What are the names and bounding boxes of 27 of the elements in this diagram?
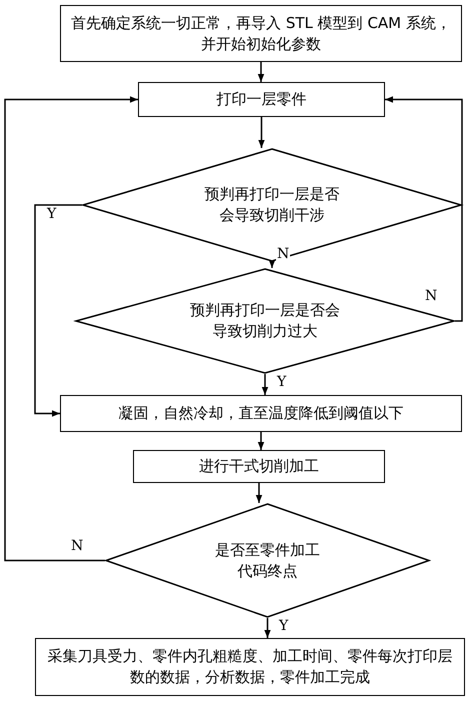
- process-box: [60, 395, 462, 432]
- arrow: [258, 117, 265, 148]
- node-text: 打印一层零件: [216, 89, 308, 110]
- node-text: 预判再打印一层是否会导致切削力过大: [190, 300, 340, 342]
- edge-label: N: [276, 246, 290, 262]
- arrow: [385, 96, 463, 322]
- arrow: [4, 96, 138, 562]
- node-text: 是否至零件加工代码终点: [214, 540, 321, 582]
- arrow: [258, 432, 264, 450]
- node-text: 凝固，自然冷却，直至温度降低到阈值以下: [118, 403, 404, 424]
- process-box: [60, 5, 462, 62]
- arrow: [264, 618, 271, 638]
- node-text: 首先确定系统一切正常，再导入 STL 模型到 CAM 系统，并开始初始化参数: [70, 12, 452, 54]
- process-box: [138, 82, 385, 117]
- decision-diamond: [82, 148, 462, 262]
- arrow: [34, 204, 82, 417]
- decision-diamond: [105, 503, 430, 618]
- node-text: 进行干式切削加工: [198, 456, 320, 477]
- process-box: [35, 638, 465, 696]
- arrow: [258, 62, 264, 82]
- decision-diamond: [75, 268, 455, 374]
- arrow: [256, 483, 262, 503]
- arrow: [262, 374, 268, 395]
- node-text: 采集刀具受力、零件内孔粗糙度、加工时间、零件每次打印层数的数据，分析数据，零件加工完成: [46, 646, 454, 688]
- node-text: 预判再打印一层是否会导致切削干涉: [204, 184, 340, 226]
- process-box: [133, 450, 385, 483]
- arrow: [268, 260, 276, 268]
